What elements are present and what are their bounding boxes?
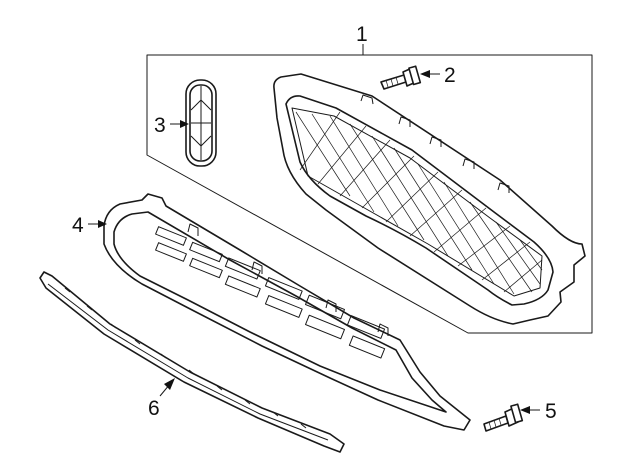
callout-5: 5 [545,400,557,423]
assembly-boundary [146,54,593,334]
lower-grille [103,193,471,431]
callout-arrows [88,70,540,414]
bolt-upper [380,65,422,90]
callout-2: 2 [444,64,456,87]
lower-grille-slots [155,226,386,359]
callout-3: 3 [154,114,166,137]
grille-mesh [295,111,543,295]
grille-molding [39,271,345,453]
emblem [185,79,217,167]
callout-1: 1 [356,23,368,46]
callout-4: 4 [72,214,84,237]
callout-6: 6 [148,397,160,420]
bolt-lower [483,403,524,432]
upper-grille [273,73,586,325]
